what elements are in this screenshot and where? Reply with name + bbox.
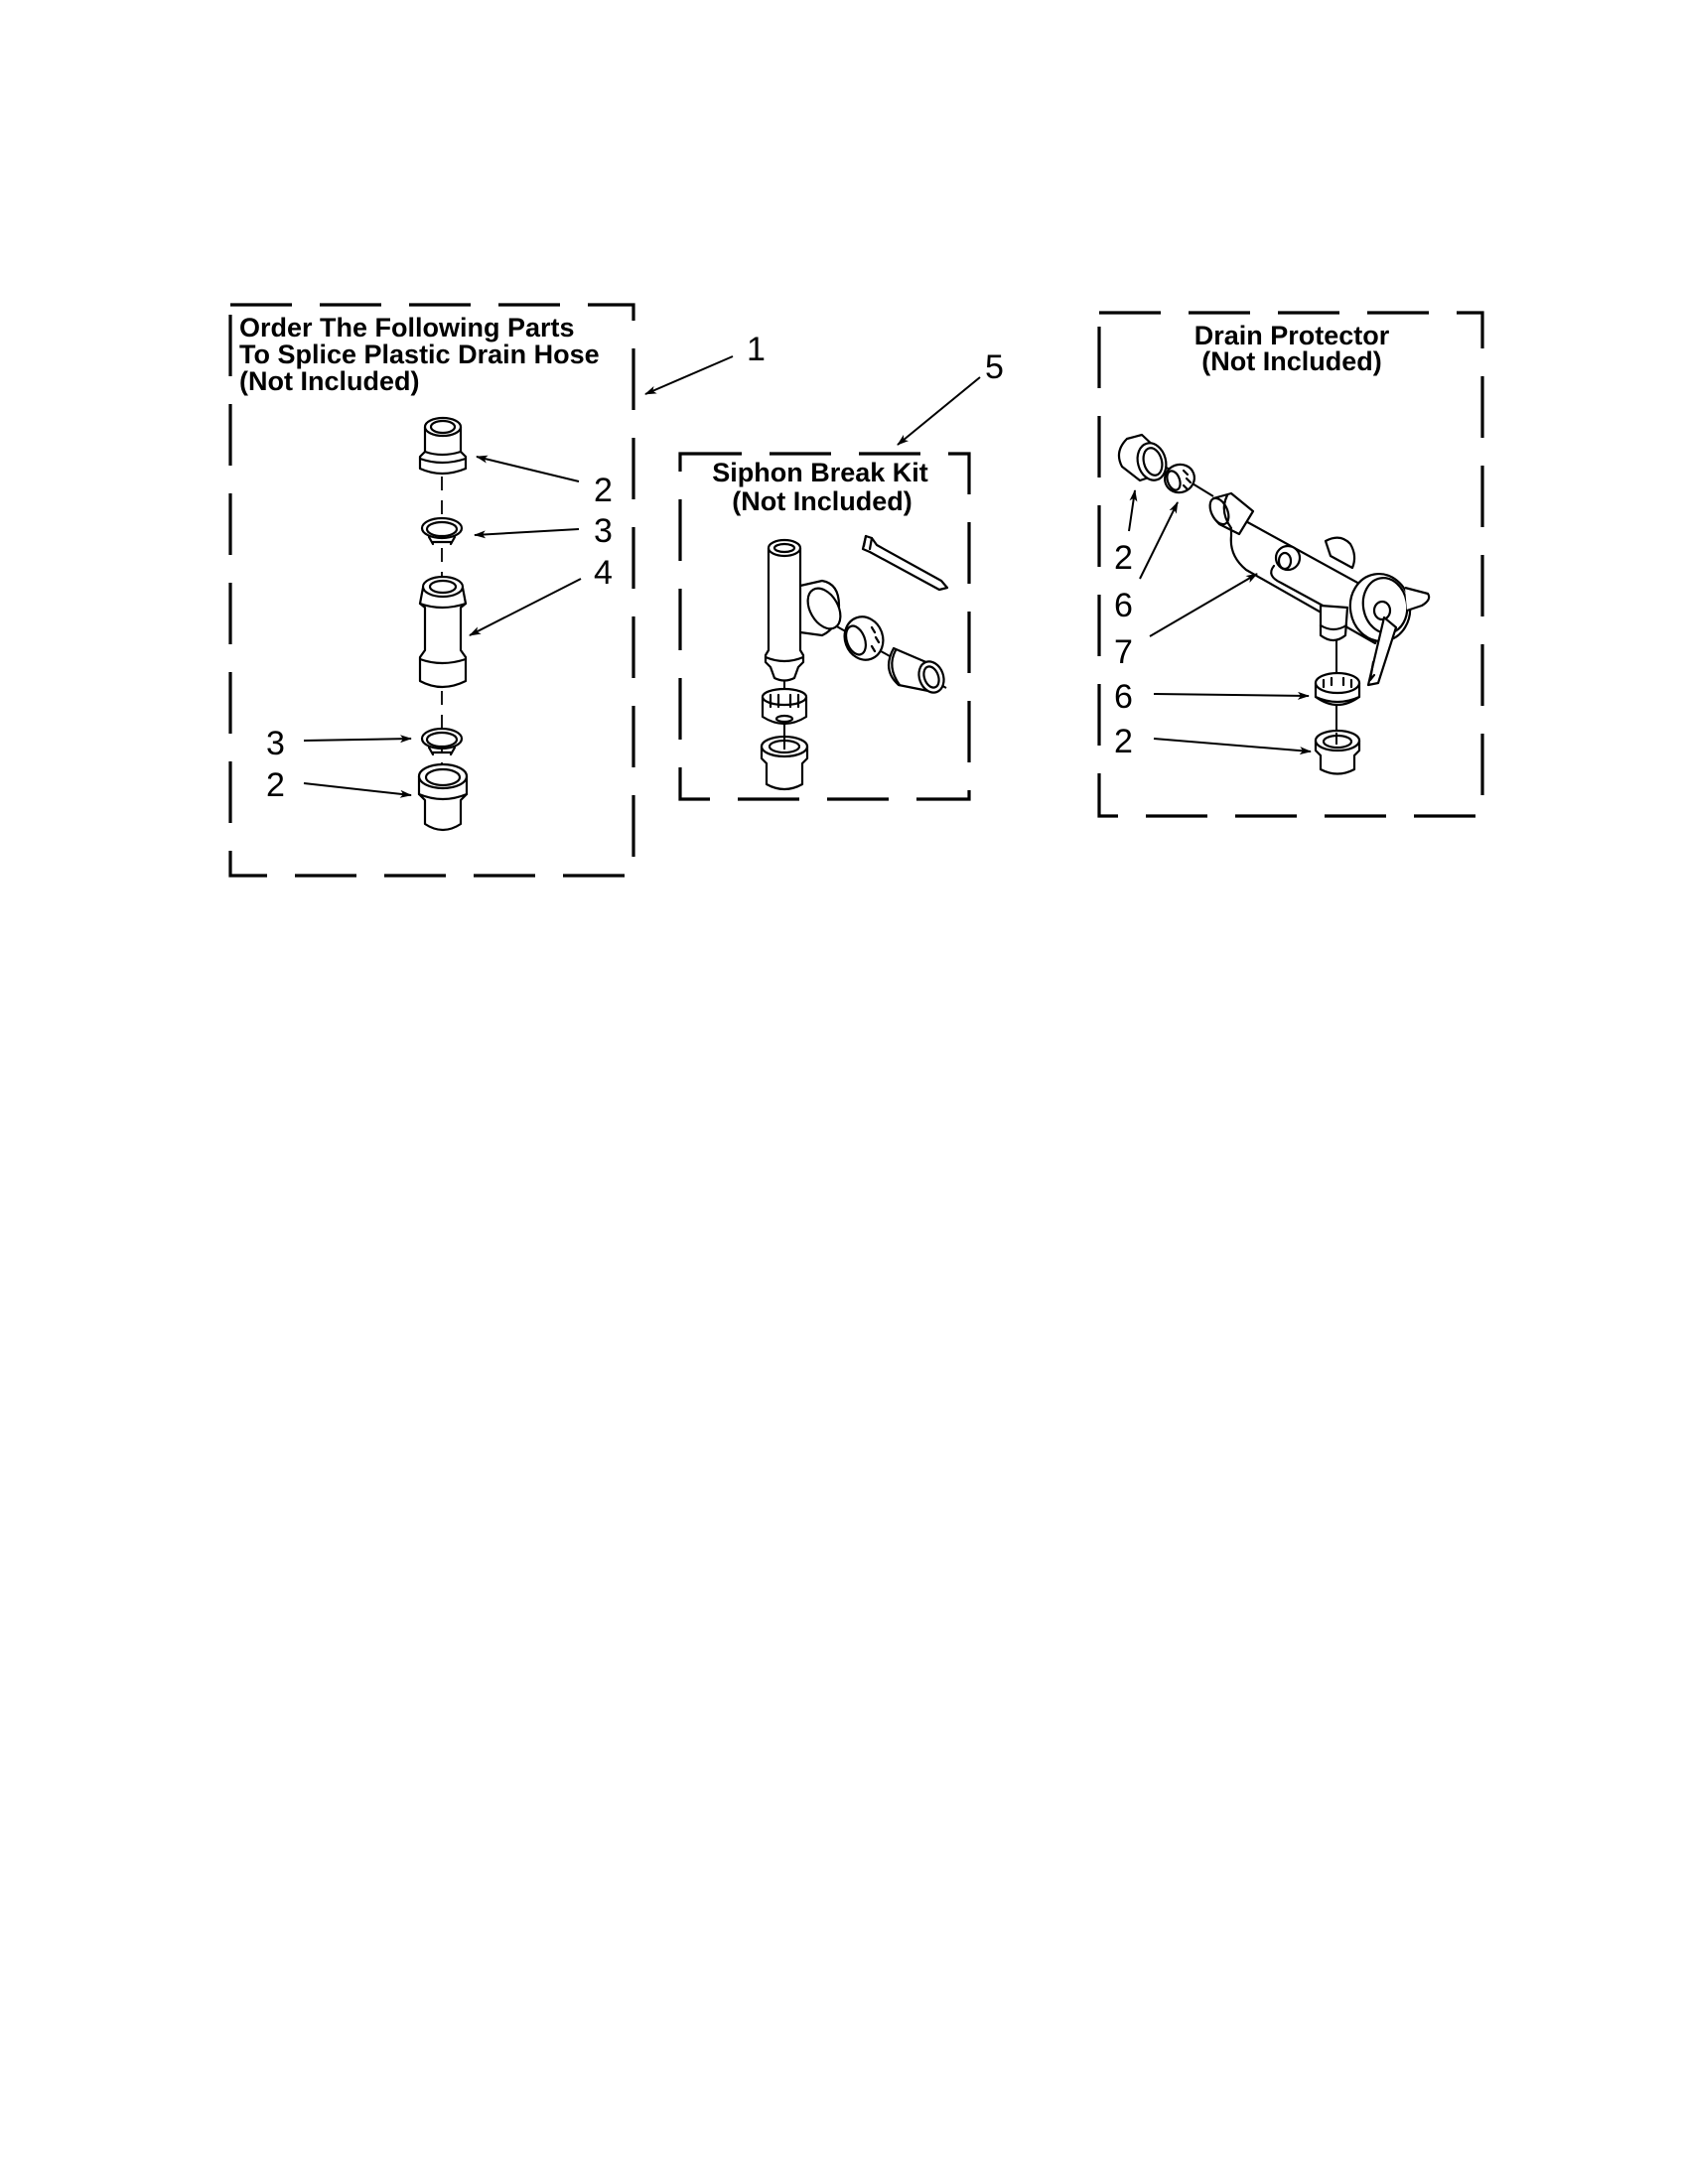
callout-2-drain-top: 2 <box>1114 539 1133 577</box>
drain-nut-bottom-part <box>1314 671 1361 707</box>
callout-3-top: 3 <box>594 512 613 550</box>
siphon-tee-part <box>764 538 842 682</box>
splice-kit-title-line3: (Not Included) <box>239 366 419 396</box>
drain-protector-title-line2: (Not Included) <box>1201 346 1381 376</box>
siphon-adapter-part <box>887 646 945 694</box>
callout-7: 7 <box>1114 633 1133 671</box>
leader-arrow <box>1153 738 1312 755</box>
siphon-kit-frame <box>678 452 971 801</box>
leader-arrow <box>474 528 580 539</box>
leader-arrow <box>897 376 981 446</box>
callout-2-drain-bottom: 2 <box>1114 723 1133 760</box>
leader-arrow <box>1128 489 1138 532</box>
drain-nut-top-part <box>1164 463 1195 494</box>
drain-protector-group: Drain Protector (Not Included) <box>1097 311 1484 818</box>
leader-arrow <box>1153 691 1310 700</box>
siphon-kit-title-line1: Siphon Break Kit <box>712 458 928 487</box>
leader-arrow <box>644 355 734 395</box>
callout-6-drain-bottom: 6 <box>1114 678 1133 716</box>
connector-part <box>418 575 468 689</box>
leader-arrow <box>469 578 582 636</box>
drain-bushing-bottom-part <box>1314 729 1361 775</box>
siphon-tie-strap-part <box>861 534 949 592</box>
clamp-bottom-part <box>420 727 464 756</box>
drain-protector-body-part <box>1208 491 1431 687</box>
callout-3-bottom: 3 <box>266 725 285 762</box>
leader-arrow <box>1139 501 1179 580</box>
splice-kit-group: Order The Following Parts To Splice Plas… <box>228 303 766 878</box>
siphon-break-kit-group: Siphon Break Kit (Not Included) <box>678 348 1004 801</box>
drain-bushing-top-part <box>1117 433 1168 482</box>
callout-1: 1 <box>747 331 766 368</box>
siphon-ring-part <box>761 687 808 726</box>
coupler-bottom-part <box>417 762 469 832</box>
splice-kit-title-line2: To Splice Plastic Drain Hose <box>239 340 600 369</box>
leader-arrow <box>1149 573 1258 637</box>
callout-4: 4 <box>594 554 613 592</box>
callout-2-top: 2 <box>594 472 613 509</box>
siphon-nut-part <box>843 615 885 661</box>
leader-arrow <box>303 782 412 798</box>
callout-6-drain-top: 6 <box>1114 587 1133 624</box>
leader-arrow <box>303 735 412 744</box>
splice-kit-frame <box>228 303 635 878</box>
siphon-bushing-part <box>760 735 809 791</box>
callout-2-bottom: 2 <box>266 766 285 804</box>
splice-kit-title-line1: Order The Following Parts <box>239 313 575 342</box>
coupler-top-part <box>418 416 468 476</box>
leader-arrow <box>476 455 580 482</box>
drain-protector-title-line1: Drain Protector <box>1194 321 1390 350</box>
callout-5: 5 <box>985 348 1004 386</box>
clamp-top-part <box>420 516 464 546</box>
drain-protector-frame <box>1097 311 1484 818</box>
siphon-kit-title-line2: (Not Included) <box>732 486 912 516</box>
